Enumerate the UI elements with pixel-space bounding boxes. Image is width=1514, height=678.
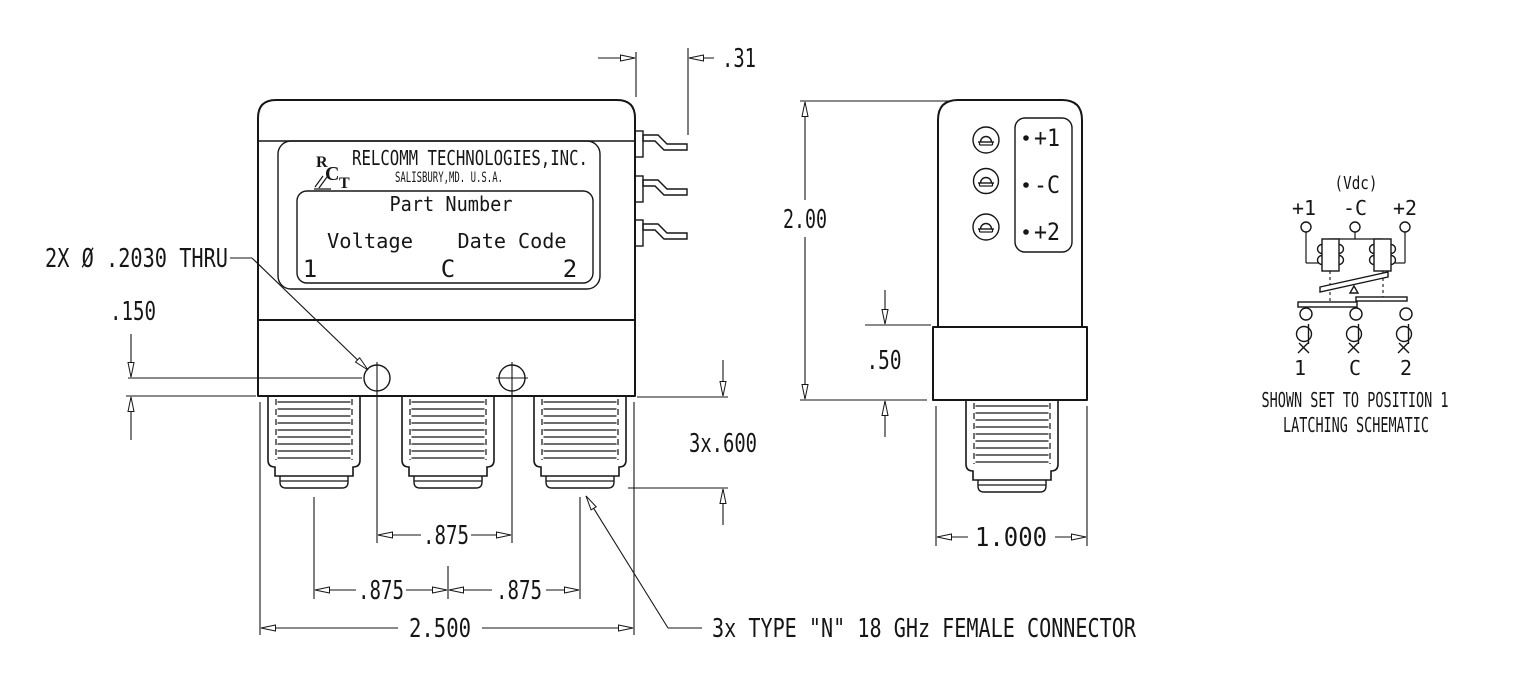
terminal-label-plate: +1 -C +2 [1014, 117, 1073, 253]
conn-spacing-left-text: .875 [358, 576, 404, 606]
input-label-1: +1 [1292, 196, 1316, 220]
port-label-1: 1 [1294, 356, 1306, 380]
terminal-circle-2 [972, 213, 1000, 241]
position-2-mark: 2 [563, 255, 577, 283]
schematic-caption-line2: LATCHING SCHEMATIC [1283, 413, 1429, 437]
relay-coil-2 [1368, 238, 1397, 272]
terminal-dome-2 [977, 222, 995, 233]
dim-overall-width: 2.500 [259, 402, 635, 644]
part-number-label: Part Number [390, 192, 513, 216]
dim-hole-spacing: .875 [376, 392, 513, 551]
front-body-outline [257, 99, 636, 397]
connector-note: 3x TYPE "N" 18 GHz FEMALE CONNECTOR [585, 495, 1136, 644]
company-name: RELCOMM TECHNOLOGIES,INC. [352, 146, 588, 170]
n-connector-c [401, 395, 495, 489]
port-label-c: C [1349, 356, 1361, 380]
dim-height: 2.00 [783, 100, 952, 400]
vdc-label: (Vdc) [1335, 173, 1378, 194]
logo-letter-r: R [316, 154, 328, 171]
bullet-dot-c [1023, 182, 1029, 188]
connector-note-text: 3x TYPE "N" 18 GHz FEMALE CONNECTOR [712, 614, 1136, 644]
base-height-text: .50 [867, 346, 902, 376]
side-body-outline [937, 99, 1083, 327]
terminal-circle-1 [972, 126, 1000, 154]
dim-holes-note: 2X Ø .2030 THRU [45, 244, 369, 371]
position-c-mark: C [441, 255, 455, 283]
hole-spacing-text: .875 [423, 521, 469, 551]
position-1-mark: 1 [303, 255, 317, 283]
armature-pivot [1348, 284, 1360, 294]
solder-lug-2 [634, 175, 688, 203]
voltage-label: Voltage [327, 229, 413, 253]
input-terminal-1 [1300, 221, 1312, 233]
input-terminal-c [1349, 221, 1361, 233]
dim-hole-height: .150 [110, 297, 362, 440]
front-view: R C T RELCOMM TECHNOLOGIES,INC. SALISBUR… [257, 99, 688, 489]
holes-note-text: 2X Ø .2030 THRU [45, 244, 228, 274]
input-label-c: -C [1343, 196, 1367, 220]
input-label-2: +2 [1393, 196, 1417, 220]
terminal-label-c: -C [1034, 171, 1060, 199]
conn-spacing-right-text: .875 [496, 576, 542, 606]
relay-coil-1 [1316, 238, 1345, 272]
dim-connector-length: 3x.600 [628, 360, 757, 525]
solder-lug-1 [634, 130, 688, 158]
dim-connector-spacing: .875 .875 [313, 497, 581, 606]
bullet-dot-2 [1023, 229, 1029, 235]
terminal-circle-c [972, 167, 1000, 195]
latching-schematic: (Vdc) +1 -C +2 1 [1262, 173, 1449, 437]
overall-width-text: 2.500 [409, 614, 471, 644]
bullet-dot-1 [1023, 135, 1029, 141]
input-terminal-2 [1399, 221, 1411, 233]
front-dimensions: 2X Ø .2030 THRU .150 .875 .87 [45, 44, 1136, 644]
dim-base-width: 1.000 [935, 406, 1088, 553]
side-view: +1 -C +2 [932, 99, 1088, 493]
n-connector-side [965, 399, 1059, 493]
lug-offset-text: .31 [722, 44, 756, 74]
n-connector-1 [267, 395, 361, 489]
rct-logo: R C T [314, 154, 350, 192]
hole-height-text: .150 [110, 297, 156, 327]
nameplate-outer-border [277, 140, 601, 290]
logo-letter-c: C [325, 163, 339, 185]
dim-lug-offset: .31 [598, 44, 756, 135]
n-connector-2 [533, 395, 627, 489]
part-number-box [296, 190, 594, 284]
armature-assembly [1297, 271, 1408, 308]
terminal-label-2: +2 [1034, 218, 1060, 246]
port-label-2: 2 [1400, 356, 1412, 380]
date-code-label: Date Code [458, 229, 567, 253]
nameplate: R C T RELCOMM TECHNOLOGIES,INC. SALISBUR… [277, 140, 601, 290]
schematic-caption-line1: SHOWN SET TO POSITION 1 [1262, 388, 1449, 412]
armature-bar [1319, 271, 1389, 293]
rf-port-2 [1395, 307, 1413, 354]
terminal-dome-1 [977, 135, 995, 146]
contact-bar-open [1355, 296, 1408, 302]
company-address: SALISBURY,MD. U.S.A. [395, 170, 503, 186]
terminal-label-border [1014, 117, 1073, 253]
rf-port-1 [1295, 307, 1313, 354]
contact-bar-closed [1297, 301, 1358, 308]
mounting-holes [363, 362, 528, 394]
terminal-label-1: +1 [1034, 124, 1060, 152]
base-width-text: 1.000 [975, 523, 1047, 553]
dim-base-height: .50 [800, 290, 931, 437]
rf-port-c [1345, 307, 1363, 354]
solder-terminals-end-view [972, 126, 1000, 241]
logo-letter-t: T [339, 175, 350, 192]
side-base [932, 326, 1088, 401]
conn-length-text: 3x.600 [689, 429, 757, 459]
side-dimensions: 2.00 .50 1.000 [783, 100, 1088, 553]
terminal-dome-c [977, 176, 995, 187]
solder-lug-3 [634, 219, 688, 247]
height-text: 2.00 [783, 205, 827, 235]
